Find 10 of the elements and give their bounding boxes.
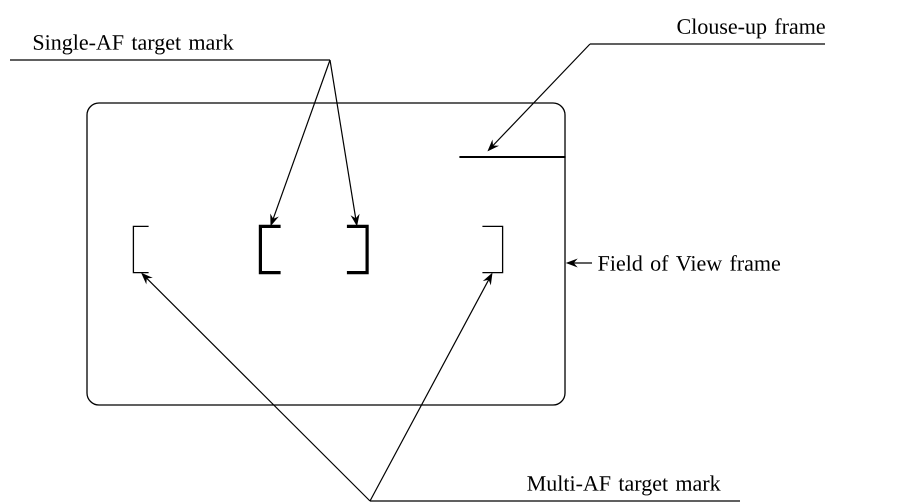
field-of-view-frame	[86, 102, 566, 406]
callout-text: Clouse-up frame	[590, 18, 826, 45]
target-mark	[258, 224, 281, 274]
callout-text: Multi-AF target mark	[370, 475, 740, 502]
close-up-frame-line	[459, 156, 566, 158]
callout-text: Single-AF target mark	[10, 34, 330, 61]
target-mark	[346, 224, 369, 274]
target-mark	[482, 226, 504, 274]
callout-text: Field of View frame	[598, 255, 780, 271]
target-mark	[132, 226, 149, 274]
